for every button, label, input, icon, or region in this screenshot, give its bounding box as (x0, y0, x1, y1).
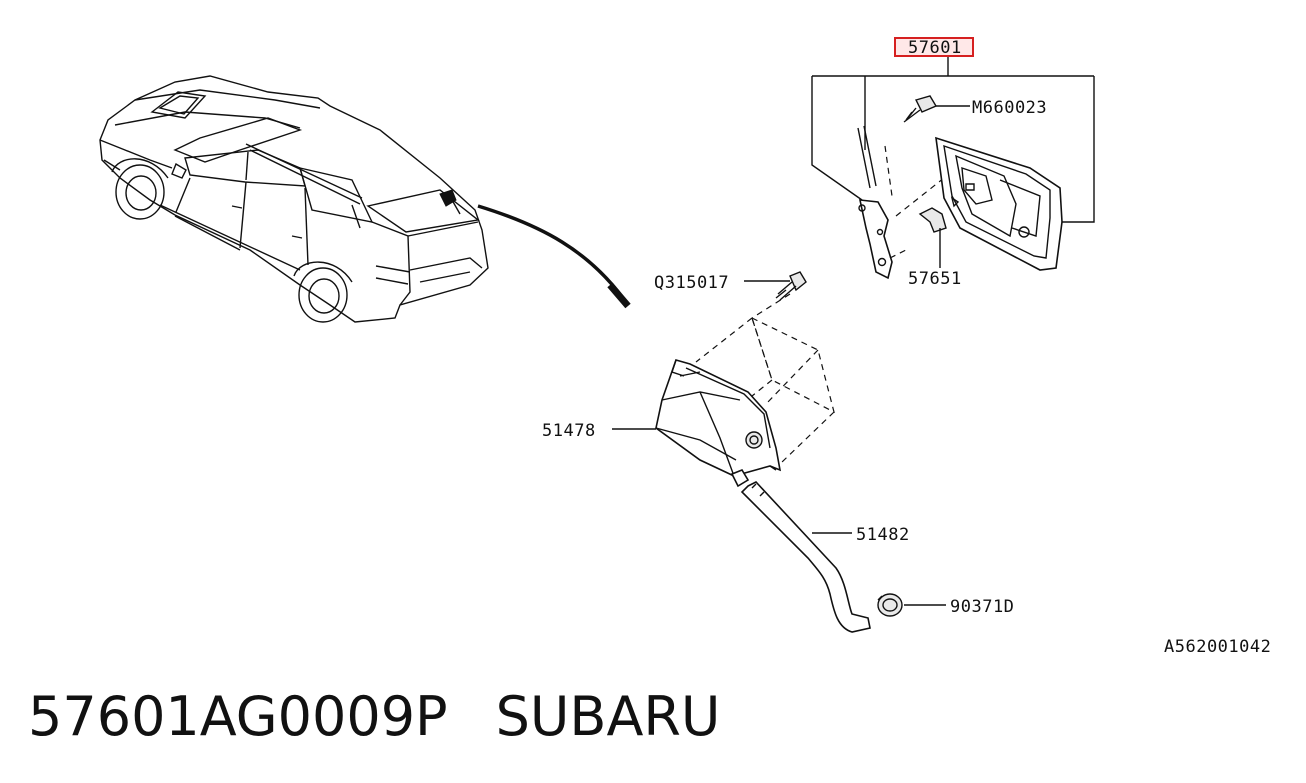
grommet-icon (877, 593, 903, 617)
callout-90371d[interactable]: 90371D (950, 597, 1014, 617)
hose-51482 (740, 481, 871, 633)
vehicle-leader-line (477, 204, 630, 306)
callout-51478[interactable]: 51478 (542, 421, 596, 441)
bolt-icon (903, 95, 938, 123)
vehicle-illustration (99, 75, 489, 323)
brand-name: SUBARU (495, 685, 721, 748)
callout-m660023[interactable]: M660023 (972, 98, 1047, 118)
bolt-q315017 (744, 271, 807, 319)
callout-57601[interactable]: 57601 (908, 38, 962, 58)
washer-bucket-51478 (655, 316, 835, 488)
part-number: 57601AG0009P (28, 685, 448, 748)
assembly-57601-group (811, 37, 1095, 280)
part-caption: 57601AG0009P SUBARU (28, 682, 720, 752)
drawing-code: A562001042 (1164, 637, 1271, 657)
callout-57651[interactable]: 57651 (908, 269, 962, 289)
callout-51482[interactable]: 51482 (856, 525, 910, 545)
callout-q315017[interactable]: Q315017 (654, 273, 729, 293)
assembly-highlight-box (894, 37, 974, 57)
